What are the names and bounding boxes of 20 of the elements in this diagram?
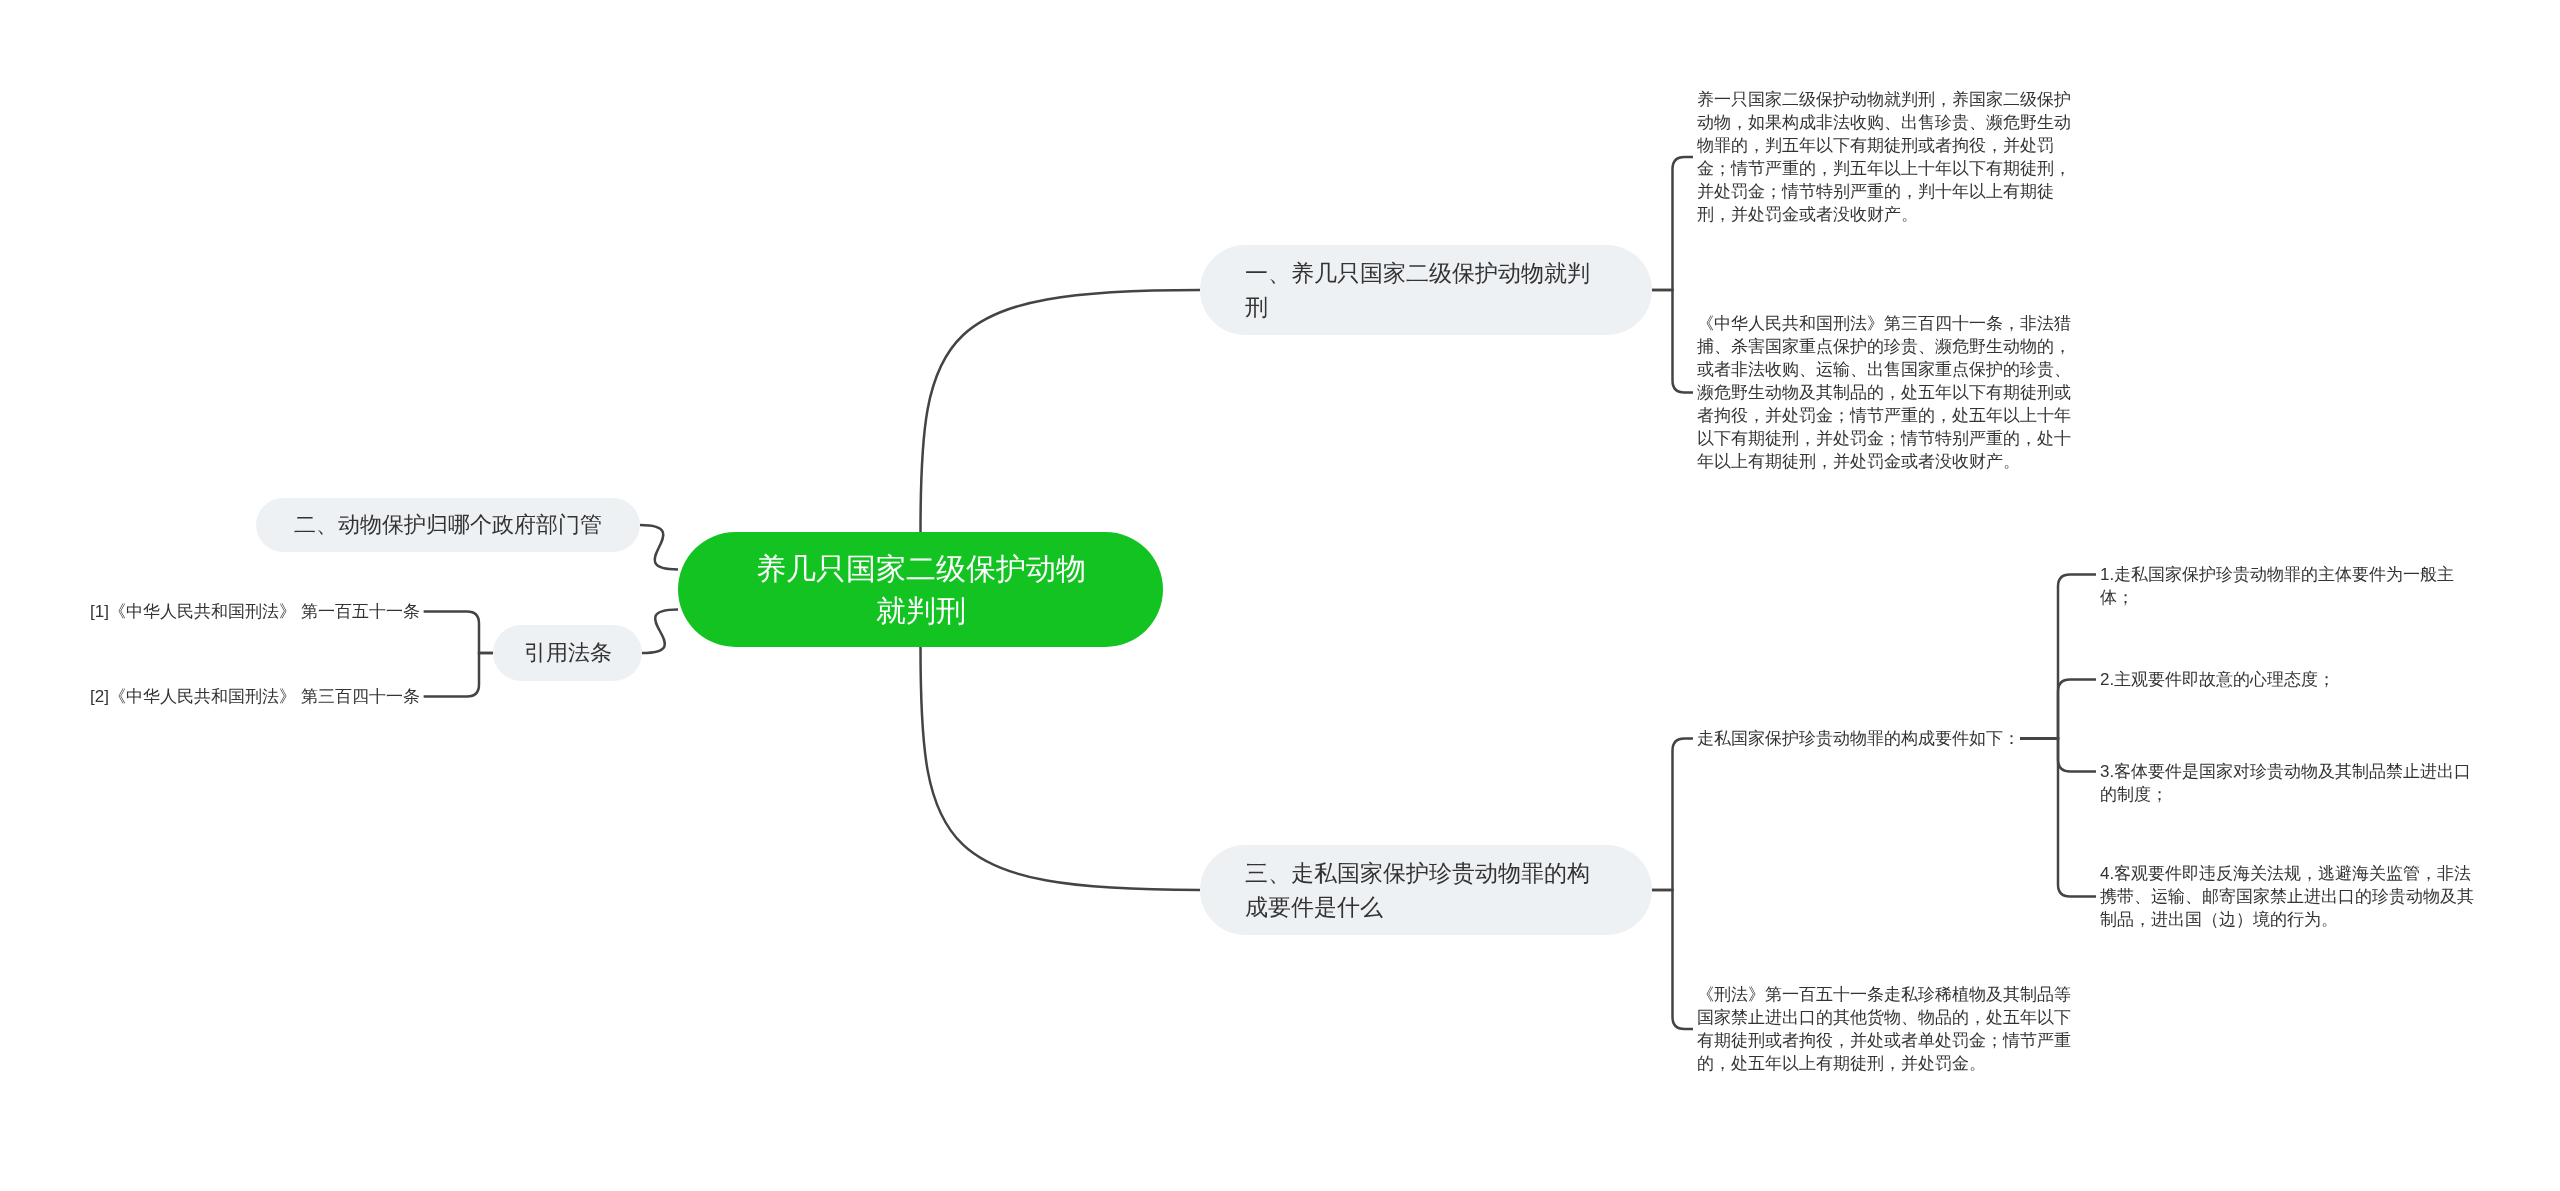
connector-line xyxy=(639,523,679,571)
connector-line xyxy=(423,651,493,698)
connector-line xyxy=(919,647,1200,892)
topic-box: 二、动物保护归哪个政府部门管 xyxy=(256,498,640,552)
citation-text: [1]《中华人民共和国刑法》 第一百五十一条 xyxy=(90,600,420,623)
note-text: 养一只国家二级保护动物就判刑，养国家二级保护动物，如果构成非法收购、出售珍贵、濒危野生动物罪的，判五年以下有期徒刑或者拘役，并处罚金；情节严重的，判五年以上十年以下有期徒刑，并处罚金；情节特别严重的，判十年以上有期徒刑，并处罚金或者没收财产。 xyxy=(1697,88,2074,226)
note-text: 3.客体要件是国家对珍贵动物及其制品禁止进出口的制度； xyxy=(2100,760,2478,806)
topic-box: 三、走私国家保护珍贵动物罪的构成要件是什么 xyxy=(1200,845,1652,935)
note-text: 《中华人民共和国刑法》第三百四十一条，非法猎捕、杀害国家重点保护的珍贵、濒危野生动物的，或者非法收购、运输、出售国家重点保护的珍贵、濒危野生动物及其制品的，处五年以下有期徒刑或者拘役，并处罚金；情节严重的，处五年以上十年以下有期徒刑，并处罚金；情节特别严重的，处十年以上有期徒刑，并处罚金或者没收财产。 xyxy=(1697,312,2074,473)
note-text: 4.客观要件即违反海关法规，逃避海关监管，非法携带、运输、邮寄国家禁止进出口的珍贵动物及其制品，进出国（边）境的行为。 xyxy=(2100,862,2478,931)
topic-box: 引用法条 xyxy=(493,625,642,681)
connector-line xyxy=(641,608,679,655)
note-text: 《刑法》第一百五十一条走私珍稀植物及其制品等国家禁止进出口的其他货物、物品的，处五年以下有期徒刑或者拘役，并处或者单处罚金；情节严重的，处五年以上有期徒刑，并处罚金。 xyxy=(1697,983,2074,1075)
topic-box: 一、养几只国家二级保护动物就判刑 xyxy=(1200,245,1652,335)
note-text: 2.主观要件即故意的心理态度； xyxy=(2100,668,2478,691)
note-text: 走私国家保护珍贵动物罪的构成要件如下： xyxy=(1697,727,2020,750)
central-topic: 养几只国家二级保护动物就判刑 xyxy=(678,532,1163,647)
citation-text: [2]《中华人民共和国刑法》 第三百四十一条 xyxy=(90,685,420,708)
note-text: 1.走私国家保护珍贵动物罪的主体要件为一般主体； xyxy=(2100,563,2478,609)
connector-line xyxy=(919,288,1200,532)
